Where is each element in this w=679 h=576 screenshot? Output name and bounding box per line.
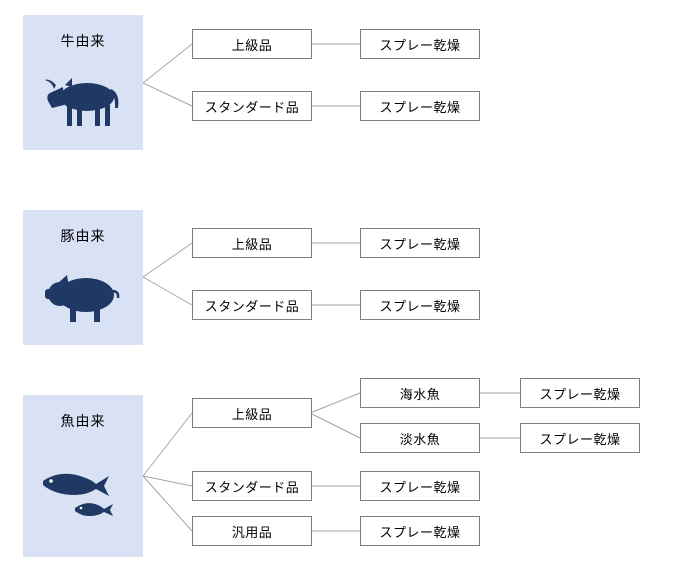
node-process: スプレー乾燥 <box>360 91 480 121</box>
node-grade: 上級品 <box>192 228 312 258</box>
node-process: スプレー乾燥 <box>360 516 480 546</box>
node-subtype: 淡水魚 <box>360 423 480 453</box>
node-process: スプレー乾燥 <box>360 471 480 501</box>
source-group-pig: 豚由来 <box>23 210 143 345</box>
node-subtype: 海水魚 <box>360 378 480 408</box>
source-group-fish: 魚由来 <box>23 395 143 557</box>
node-grade: 上級品 <box>192 29 312 59</box>
node-grade: スタンダード品 <box>192 471 312 501</box>
node-process: スプレー乾燥 <box>360 29 480 59</box>
fish-icon <box>37 431 129 557</box>
node-process: スプレー乾燥 <box>360 290 480 320</box>
node-grade: スタンダード品 <box>192 91 312 121</box>
group-label-pig: 豚由来 <box>60 229 106 245</box>
node-grade: 上級品 <box>192 398 312 428</box>
group-label-fish: 魚由来 <box>60 414 106 430</box>
node-process: スプレー乾燥 <box>520 378 640 408</box>
source-group-cow: 牛由来 <box>23 15 143 150</box>
cow-icon <box>40 51 126 150</box>
group-label-cow: 牛由来 <box>60 34 106 50</box>
pig-icon <box>41 246 125 345</box>
node-process: スプレー乾燥 <box>520 423 640 453</box>
node-grade: スタンダード品 <box>192 290 312 320</box>
node-process: スプレー乾燥 <box>360 228 480 258</box>
node-grade: 汎用品 <box>192 516 312 546</box>
